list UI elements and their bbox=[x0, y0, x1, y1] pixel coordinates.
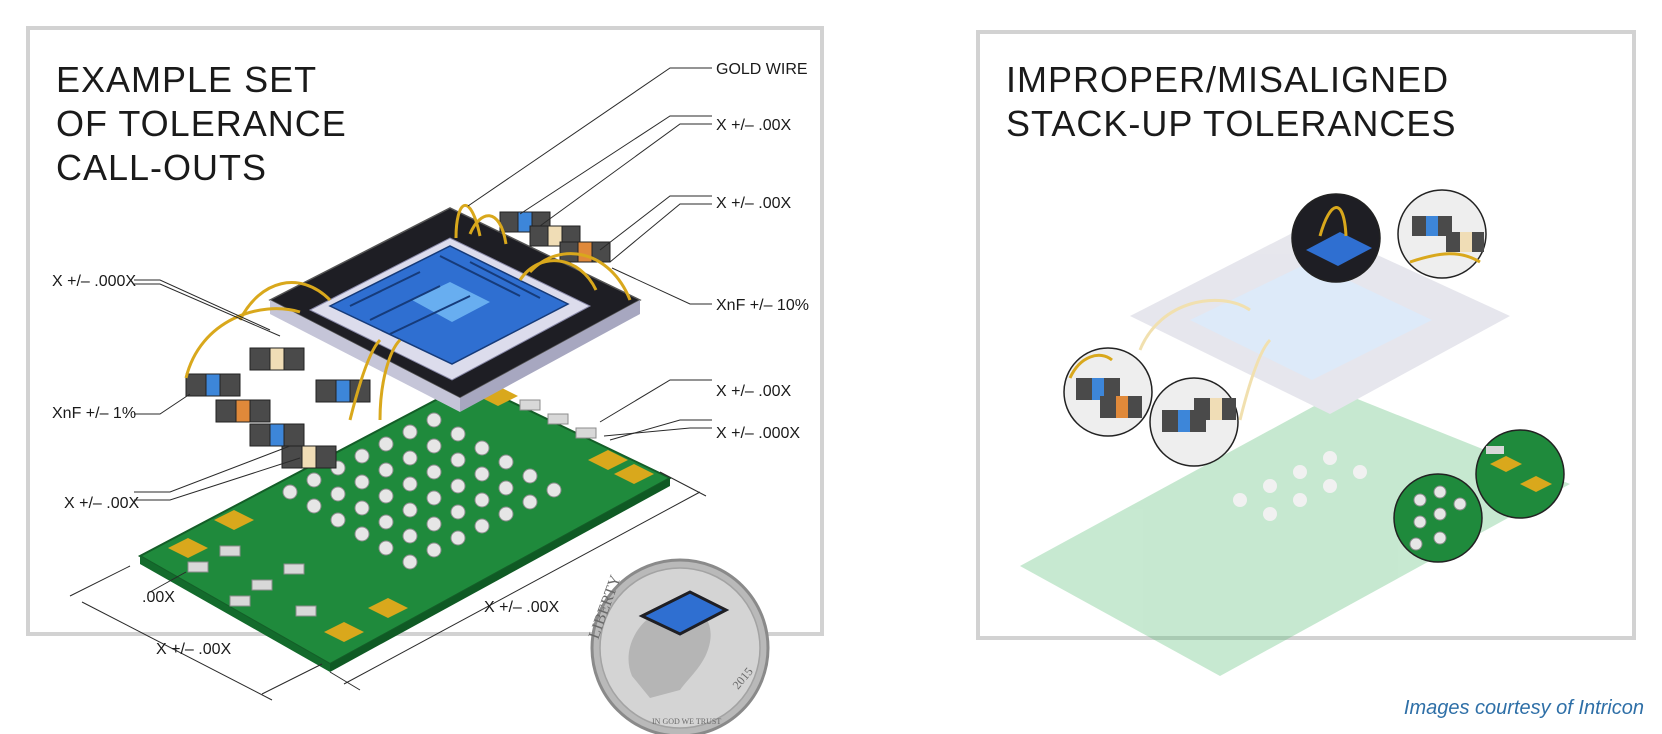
capacitors bbox=[185, 211, 611, 469]
callout-left-000x: X +/– .000X bbox=[52, 273, 136, 290]
smd-pads bbox=[187, 399, 597, 617]
gold-pad bbox=[368, 598, 408, 618]
callout-gold-wire: GOLD WIRE bbox=[716, 61, 808, 78]
left-panel-frame bbox=[26, 26, 824, 636]
right-panel: IMPROPER/MISALIGNED STACK-UP TOLERANCES bbox=[976, 30, 1636, 676]
leader-lines bbox=[69, 67, 712, 701]
gold-pad bbox=[614, 464, 654, 484]
coin-chip bbox=[638, 590, 730, 636]
pcb-board bbox=[137, 380, 673, 672]
capacitor bbox=[529, 225, 549, 247]
detail-circle-wire bbox=[1291, 193, 1381, 283]
coin-motto: IN GOD WE TRUST bbox=[652, 717, 721, 726]
capacitor bbox=[559, 241, 579, 263]
dimension-small: .00X bbox=[142, 589, 175, 606]
detail-circle-caps-top bbox=[1397, 189, 1487, 279]
dimension-length: X +/– .00X bbox=[484, 599, 559, 616]
faded-assembly bbox=[1020, 224, 1570, 676]
left-panel: EXAMPLE SET OF TOLERANCE CALL-OUTS bbox=[26, 26, 824, 734]
gold-pad bbox=[588, 450, 628, 470]
capacitor bbox=[249, 347, 271, 371]
right-panel-title: IMPROPER/MISALIGNED STACK-UP TOLERANCES bbox=[1006, 59, 1460, 144]
right-panel-frame bbox=[976, 30, 1636, 640]
capacitor bbox=[185, 373, 207, 397]
detail-circle-caps-left bbox=[1063, 347, 1153, 437]
gold-pad bbox=[324, 622, 364, 642]
gold-wires bbox=[184, 203, 632, 421]
capacitor bbox=[315, 379, 337, 403]
capacitor bbox=[249, 423, 271, 447]
callout-right-00x: X +/– .00X bbox=[716, 383, 791, 400]
left-panel-title: EXAMPLE SET OF TOLERANCE CALL-OUTS bbox=[56, 59, 358, 188]
chip-package bbox=[268, 207, 642, 412]
callout-right-000x: X +/– .000X bbox=[716, 425, 800, 442]
callout-capacitance-10: XnF +/– 10% bbox=[716, 297, 809, 314]
callout-top-tolerance-1: X +/– .00X bbox=[716, 117, 791, 134]
detail-circle-caps-center bbox=[1149, 377, 1239, 467]
dimension-width: X +/– .00X bbox=[156, 641, 231, 658]
capacitor bbox=[215, 399, 237, 423]
gold-pad bbox=[168, 538, 208, 558]
dime-coin: LIBERTY 2015 IN GOD WE TRUST bbox=[586, 558, 770, 734]
detail-circle-pads bbox=[1475, 429, 1565, 519]
callout-top-tolerance-2: X +/– .00X bbox=[716, 195, 791, 212]
gold-pad bbox=[214, 510, 254, 530]
image-credit: Images courtesy of Intricon bbox=[1403, 697, 1644, 719]
callout-left-00x: X +/– .00X bbox=[64, 495, 139, 512]
solder-ball-grid bbox=[282, 412, 562, 570]
capacitor bbox=[281, 445, 303, 469]
detail-circle-solder bbox=[1393, 473, 1483, 563]
callout-labels: GOLD WIRE X +/– .00X X +/– .00X XnF +/– … bbox=[52, 61, 809, 658]
callout-capacitance-1: XnF +/– 1% bbox=[52, 405, 136, 422]
